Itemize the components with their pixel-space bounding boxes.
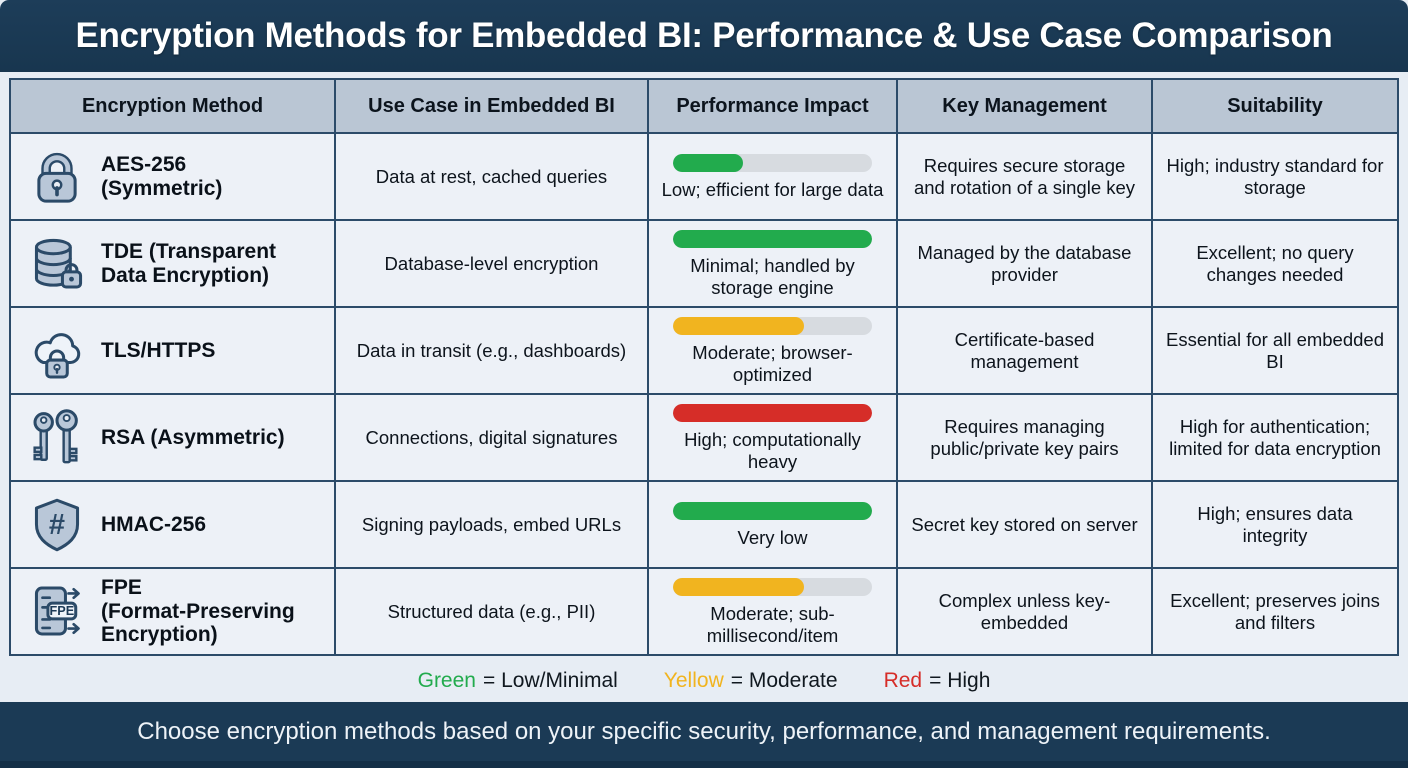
- performance-bar: [672, 230, 873, 249]
- col-header-suitability: Suitability: [1151, 78, 1399, 134]
- table-row-hmac: # HMAC-256 Signing payloads, embed URLs …: [9, 480, 1399, 569]
- performance-bar-fill: [672, 502, 873, 521]
- performance-label: Low; efficient for large data: [661, 179, 884, 201]
- key-management-cell: Complex unless key-embedded: [896, 567, 1153, 656]
- suitability-cell: Excellent; preserves joins and filters: [1151, 567, 1399, 656]
- performance-cell: Low; efficient for large data: [647, 132, 898, 221]
- performance-cell: Moderate; browser-optimized: [647, 306, 898, 395]
- table-row-fpe: FPE FPE (Format-Preserving Encryption) S…: [9, 567, 1399, 656]
- suitability-cell: Excellent; no query changes needed: [1151, 219, 1399, 308]
- suitability-cell: High; ensures data integrity: [1151, 480, 1399, 569]
- suitability-cell: High; industry standard for storage: [1151, 132, 1399, 221]
- performance-label: Moderate; sub-millisecond/item: [706, 603, 839, 646]
- performance-bar-fill: [672, 578, 805, 597]
- performance-bar-fill: [672, 230, 873, 249]
- footer-bar: Choose encryption methods based on your …: [0, 702, 1408, 768]
- keys-icon: [27, 408, 87, 468]
- performance-cell: High; computationally heavy: [647, 393, 898, 482]
- footer-note: Choose encryption methods based on your …: [137, 717, 1271, 745]
- key-management-cell: Requires secure storage and rotation of …: [896, 132, 1153, 221]
- header-row: Encryption Method Use Case in Embedded B…: [9, 78, 1399, 134]
- performance-bar: [672, 502, 873, 521]
- method-name: HMAC-256: [101, 512, 207, 536]
- key-management-cell: Managed by the database provider: [896, 219, 1153, 308]
- performance-bar-fill: [672, 154, 743, 173]
- legend-color-word-red: Red: [883, 669, 923, 692]
- col-header-performance-impact: Performance Impact: [647, 78, 898, 134]
- table-row-tls: TLS/HTTPS Data in transit (e.g., dashboa…: [9, 306, 1399, 395]
- suitability-cell: Essential for all embedded BI: [1151, 306, 1399, 395]
- performance-bar: [672, 578, 873, 597]
- performance-cell: Very low: [647, 480, 898, 569]
- legend-text-green: = Low/Minimal: [482, 669, 618, 692]
- legend-item-yellow: Yellow = Moderate: [664, 669, 838, 693]
- color-legend: Green = Low/Minimal Yellow = Moderate Red =…: [0, 656, 1408, 706]
- database-lock-icon: [27, 234, 87, 294]
- lock-icon: [27, 147, 87, 207]
- table-row-rsa: RSA (Asymmetric) Connections, digital si…: [9, 393, 1399, 482]
- method-name: TDE (Transparent Data Encryption): [101, 239, 277, 287]
- col-header-use-case: Use Case in Embedded BI: [334, 78, 649, 134]
- method-name: TLS/HTTPS: [101, 338, 216, 362]
- method-name: FPE (Format-Preserving Encryption): [101, 576, 295, 647]
- use-case-cell: Signing payloads, embed URLs: [334, 480, 649, 569]
- col-header-encryption-method: Encryption Method: [9, 78, 336, 134]
- fpe-document-icon: FPE: [27, 581, 87, 641]
- table-row-tde: TDE (Transparent Data Encryption) Databa…: [9, 219, 1399, 308]
- key-management-cell: Certificate-based management: [896, 306, 1153, 395]
- legend-text-red: = High: [929, 669, 991, 692]
- svg-text:#: #: [49, 509, 65, 541]
- use-case-cell: Data at rest, cached queries: [334, 132, 649, 221]
- use-case-cell: Database-level encryption: [334, 219, 649, 308]
- cloud-lock-icon: [27, 321, 87, 381]
- performance-bar: [672, 317, 873, 336]
- performance-bar-fill: [672, 404, 873, 423]
- performance-label: Minimal; handled by storage engine: [690, 255, 855, 298]
- legend-item-red: Red = High: [884, 669, 991, 693]
- performance-label: High; computationally heavy: [684, 429, 861, 472]
- performance-label: Moderate; browser-optimized: [692, 342, 853, 385]
- legend-color-word-yellow: Yellow: [663, 669, 724, 692]
- svg-text:FPE: FPE: [50, 605, 75, 619]
- performance-bar: [672, 154, 873, 173]
- comparison-table: Encryption Method Use Case in Embedded B…: [9, 78, 1399, 656]
- performance-label: Very low: [737, 527, 808, 549]
- key-management-cell: Secret key stored on server: [896, 480, 1153, 569]
- col-header-key-management: Key Management: [896, 78, 1153, 134]
- suitability-cell: High for authentication; limited for dat…: [1151, 393, 1399, 482]
- method-name: RSA (Asymmetric): [101, 425, 285, 449]
- performance-bar-fill: [672, 317, 805, 336]
- title-bar: Encryption Methods for Embedded BI: Perf…: [0, 0, 1408, 72]
- performance-bar: [672, 404, 873, 423]
- key-management-cell: Requires managing public/private key pai…: [896, 393, 1153, 482]
- use-case-cell: Data in transit (e.g., dashboards): [334, 306, 649, 395]
- performance-cell: Moderate; sub-millisecond/item: [647, 567, 898, 656]
- page-title: Encryption Methods for Embedded BI: Perf…: [75, 16, 1333, 55]
- method-name: AES-256 (Symmetric): [101, 152, 223, 200]
- table-row-aes256: AES-256 (Symmetric) Data at rest, cached…: [9, 132, 1399, 221]
- performance-cell: Minimal; handled by storage engine: [647, 219, 898, 308]
- legend-item-green: Green = Low/Minimal: [418, 669, 618, 693]
- legend-text-yellow: = Moderate: [730, 669, 838, 692]
- use-case-cell: Connections, digital signatures: [334, 393, 649, 482]
- shield-hash-icon: #: [27, 495, 87, 555]
- legend-color-word-green: Green: [417, 669, 476, 692]
- use-case-cell: Structured data (e.g., PII): [334, 567, 649, 656]
